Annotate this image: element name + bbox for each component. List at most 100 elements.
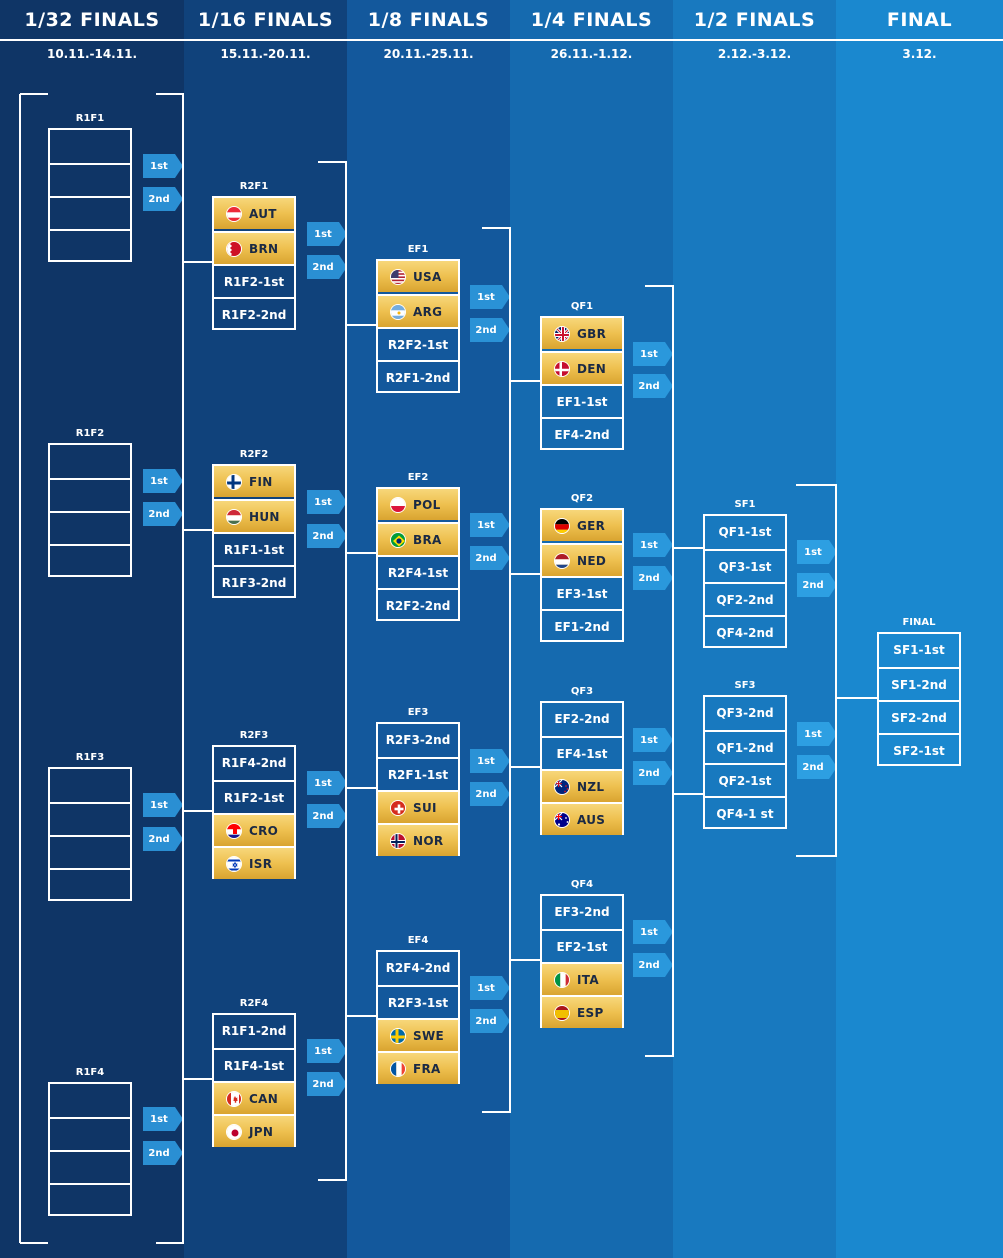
qualifier-label: QF1-2nd [716, 740, 774, 755]
team-slot: ISR [214, 846, 294, 879]
team-slot: GER [542, 510, 622, 541]
column-background [510, 0, 673, 1258]
qualifier-slot: SF2-1st [879, 733, 959, 766]
team-slot: NED [542, 543, 622, 576]
qualifier-slot: R1F4-2nd [214, 747, 294, 778]
bracket-line [645, 1055, 674, 1057]
qualifier-slot: EF4-1st [542, 736, 622, 769]
bracket-line [20, 93, 48, 95]
team-slot: POL [378, 489, 458, 520]
group-title: EF4 [407, 935, 429, 946]
qualifier-label: R1F1-2nd [221, 1023, 287, 1038]
team-code: BRA [413, 532, 442, 547]
qualifier-label: QF1-1st [718, 524, 772, 539]
nor-flag-icon [390, 832, 406, 849]
qualifier-label: SF2-1st [893, 743, 945, 758]
team-slot: HUN [214, 499, 294, 532]
round-dates: 10.11.-14.11. [46, 47, 137, 61]
qualifier-slot: R1F3-2nd [214, 565, 294, 598]
advance-first-tag: 1st [307, 490, 347, 514]
esp-flag-icon [554, 1004, 570, 1021]
advance-first-tag: 1st [307, 1039, 347, 1063]
qualifier-slot: R2F1-1st [378, 757, 458, 790]
empty-slot [50, 1150, 130, 1183]
team-code: SWE [413, 1028, 444, 1043]
qualifier-slot: SF1-2nd [879, 667, 959, 700]
team-code: NZL [577, 779, 605, 794]
team-code: CAN [249, 1091, 279, 1106]
advance-second-tag: 2nd [633, 953, 673, 977]
team-code: GER [577, 518, 606, 533]
team-slot: ESP [542, 995, 622, 1028]
team-code: DEN [577, 361, 607, 376]
advance-second-tag: 2nd [307, 1072, 347, 1096]
bracket-line [183, 529, 212, 531]
qualifier-slot: R1F2-2nd [214, 297, 294, 330]
team-code: FRA [413, 1061, 441, 1076]
team-code: NED [577, 553, 607, 568]
advance-second-tag: 2nd [307, 255, 347, 279]
empty-slot [50, 445, 130, 476]
qualifier-slot: QF1-2nd [705, 730, 785, 763]
arg-flag-icon [390, 303, 406, 320]
qualifier-label: QF4-2nd [716, 625, 774, 640]
qualifier-slot: QF2-1st [705, 763, 785, 796]
team-code: USA [413, 269, 442, 284]
round-dates: 2.12.-3.12. [717, 47, 792, 61]
round-title: FINAL [886, 9, 953, 31]
group-title: QF3 [570, 686, 594, 697]
qualifier-label: EF1-2nd [554, 619, 610, 634]
team-slot: NZL [542, 769, 622, 802]
qualifier-slot: R2F3-2nd [378, 724, 458, 755]
qualifier-label: SF1-2nd [891, 677, 947, 692]
advance-first-tag: 1st [633, 342, 673, 366]
group-title: QF2 [570, 493, 594, 504]
advance-first-tag: 1st [470, 285, 510, 309]
team-code: POL [413, 497, 441, 512]
advance-second-tag: 2nd [633, 566, 673, 590]
group-title: R1F3 [75, 752, 105, 763]
qualifier-slot: QF1-1st [705, 516, 785, 547]
team-code: AUS [577, 812, 606, 827]
qualifier-label: EF2-2nd [554, 711, 610, 726]
qualifier-label: EF4-2nd [554, 427, 610, 442]
group-title: SF3 [734, 680, 756, 691]
team-code: BRN [249, 241, 279, 256]
qualifier-slot: R1F1-2nd [214, 1015, 294, 1046]
qualifier-slot: R2F4-1st [378, 555, 458, 588]
fin-flag-icon [226, 473, 242, 490]
empty-slot [50, 130, 130, 161]
advance-second-tag: 2nd [143, 187, 183, 211]
qualifier-slot: R1F2-1st [214, 780, 294, 813]
group-box [48, 443, 132, 577]
qualifier-label: R2F2-1st [387, 337, 449, 352]
qualifier-label: R2F3-1st [387, 995, 449, 1010]
round-title: 1/8 FINALS [367, 9, 490, 31]
qualifier-label: SF2-2nd [891, 710, 947, 725]
empty-slot [50, 835, 130, 868]
bracket-line [796, 484, 837, 486]
group-title: R2F4 [239, 998, 269, 1009]
group-box [48, 1082, 132, 1216]
qualifier-label: R2F1-2nd [385, 370, 451, 385]
qualifier-label: R1F2-2nd [221, 307, 287, 322]
team-code: ITA [577, 972, 599, 987]
jpn-flag-icon [226, 1123, 242, 1140]
group-box [48, 767, 132, 901]
qualifier-label: R2F4-1st [387, 565, 449, 580]
empty-slot [50, 1183, 130, 1216]
team-slot: ITA [542, 962, 622, 995]
qualifier-slot: EF1-1st [542, 384, 622, 417]
bracket-line [346, 324, 376, 326]
qualifier-slot: QF2-2nd [705, 582, 785, 615]
qualifier-slot: R1F2-1st [214, 264, 294, 297]
qualifier-slot: QF4-2nd [705, 615, 785, 648]
qualifier-slot: R2F1-2nd [378, 360, 458, 393]
